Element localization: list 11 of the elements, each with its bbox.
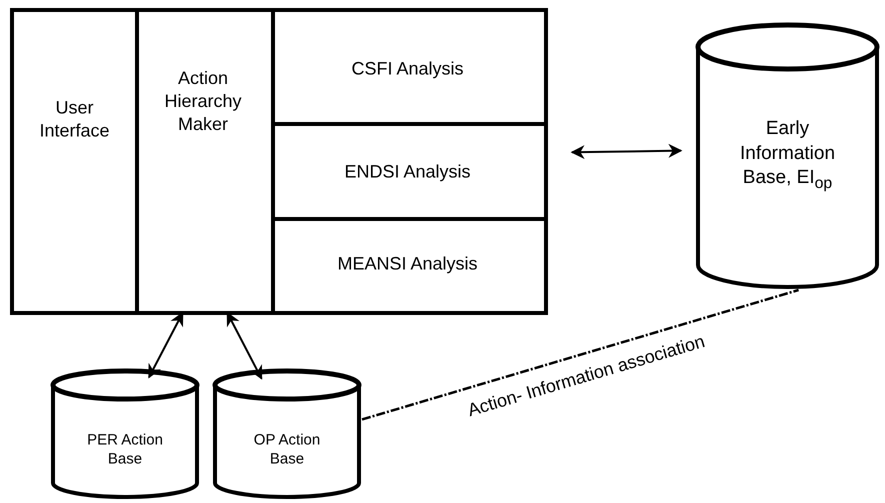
module-label: User Interface: [38, 96, 111, 143]
association-line: [362, 288, 799, 421]
database-label: PER Action Base: [86, 430, 164, 470]
database-label: OP Action Base: [252, 430, 322, 470]
module-label: CSFI Analysis: [350, 57, 465, 80]
module-label: ENDSI Analysis: [343, 160, 472, 184]
module-label: Action Hierarchy Maker: [163, 66, 243, 136]
database-label: Early Information Base, EI$_{op}$: [738, 117, 836, 194]
arrow: [570, 144, 682, 160]
system-box: [10, 8, 548, 315]
module-label: MEANSI Analysis: [336, 252, 479, 276]
